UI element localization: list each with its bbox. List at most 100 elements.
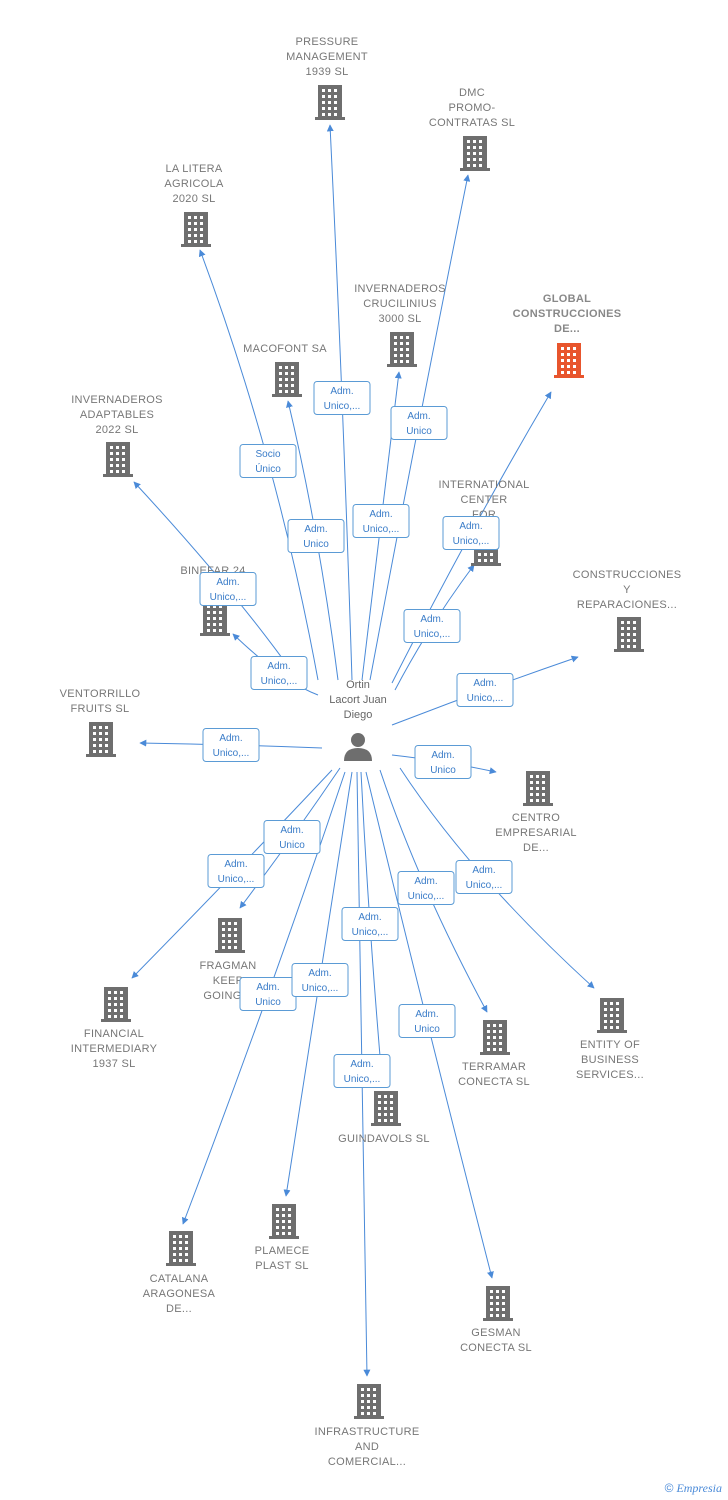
edge-label-fragman[interactable]: Adm.Unico — [263, 820, 321, 854]
edge-label-centro[interactable]: Adm.Unico — [414, 745, 472, 779]
company-node-global[interactable]: GLOBALCONSTRUCCIONESDE... — [513, 293, 622, 378]
building-icon[interactable] — [614, 617, 644, 652]
building-icon[interactable] — [387, 332, 417, 367]
edge-label-terramar[interactable]: Adm.Unico,... — [397, 871, 455, 905]
company-name-line: PRESSURE — [296, 36, 359, 48]
copyright-icon: © — [664, 1481, 674, 1495]
building-window — [633, 633, 636, 636]
building-icon[interactable] — [103, 442, 133, 477]
building-icon[interactable] — [483, 1286, 513, 1321]
company-node-entity[interactable]: ENTITY OFBUSINESSSERVICES... — [576, 998, 644, 1081]
company-name-line: 3000 SL — [378, 313, 421, 325]
edge-label-box — [341, 907, 399, 941]
edge-label-global[interactable]: Adm.Unico,... — [442, 516, 500, 550]
edge-label-binefar[interactable]: Adm.Unico,... — [250, 656, 308, 690]
edge-label-catalana[interactable]: Adm.Unico — [239, 977, 297, 1011]
building-window — [621, 645, 624, 648]
building-window — [542, 781, 545, 784]
company-node-macofont[interactable]: MACOFONT SA — [243, 343, 327, 397]
building-icon[interactable] — [371, 1091, 401, 1126]
edge-label-line: Adm. — [407, 411, 430, 422]
edge-label-line: Adm. — [431, 750, 454, 761]
building-base — [597, 1030, 627, 1033]
edge-label-line: Adm. — [415, 1009, 438, 1020]
edge-label-pressure[interactable]: Adm.Unico,... — [313, 381, 371, 415]
building-icon[interactable] — [215, 918, 245, 953]
building-icon[interactable] — [200, 601, 230, 636]
edge-label-entity[interactable]: Adm.Unico,... — [455, 860, 513, 894]
building-window — [490, 1290, 493, 1293]
building-window — [496, 1302, 499, 1305]
edge-label-financial[interactable]: Adm.Unico,... — [207, 854, 265, 888]
edge-label-ventorrillo[interactable]: Adm.Unico,... — [202, 728, 260, 762]
company-node-guindavols[interactable]: GUINDAVOLS SL — [338, 1091, 430, 1145]
company-name-line: GUINDAVOLS SL — [338, 1133, 430, 1145]
edge-label-dmc[interactable]: Adm.Unico — [390, 406, 448, 440]
building-window — [490, 1314, 493, 1317]
building-window — [502, 1290, 505, 1293]
building-window — [484, 559, 487, 562]
building-window — [188, 222, 191, 225]
building-icon[interactable] — [272, 362, 302, 397]
building-icon[interactable] — [315, 85, 345, 120]
edge-label-adaptables[interactable]: Adm.Unico,... — [199, 572, 257, 606]
building-window — [328, 113, 331, 116]
building-icon[interactable] — [460, 136, 490, 171]
building-icon[interactable] — [166, 1231, 196, 1266]
edge-label-macofont[interactable]: Adm.Unico — [287, 519, 345, 553]
building-window — [361, 1406, 364, 1409]
building-icon[interactable] — [101, 987, 131, 1022]
building-window — [490, 1302, 493, 1305]
building-window — [219, 605, 222, 608]
edge-label-gesman[interactable]: Adm.Unico — [398, 1004, 456, 1038]
building-window — [390, 1113, 393, 1116]
building-window — [406, 348, 409, 351]
edge-label-infra[interactable]: Adm.Unico,... — [333, 1054, 391, 1088]
building-icon[interactable] — [597, 998, 627, 1033]
edge-label-box — [352, 504, 410, 538]
building-window — [621, 627, 624, 630]
building-window — [108, 1009, 111, 1012]
building-icon[interactable] — [269, 1204, 299, 1239]
building-window — [116, 470, 119, 473]
building-icon[interactable] — [181, 212, 211, 247]
edge-label-crucilinius[interactable]: Adm.Unico,... — [352, 504, 410, 538]
building-window — [616, 1008, 619, 1011]
building-icon[interactable] — [523, 771, 553, 806]
company-node-infra[interactable]: INFRASTRUCTUREANDCOMERCIAL... — [314, 1384, 419, 1468]
edge-label-reparaciones[interactable]: Adm.Unico,... — [456, 673, 514, 707]
edge-label-box — [397, 871, 455, 905]
edge-label-line: Unico,... — [414, 629, 451, 640]
building-window — [108, 1015, 111, 1018]
brand-watermark: ©Empresia — [665, 1481, 722, 1496]
edge-label-plamece[interactable]: Adm.Unico,... — [291, 963, 349, 997]
building-window — [378, 1095, 381, 1098]
edge-label-intl[interactable]: Adm.Unico,... — [403, 609, 461, 643]
building-window — [378, 1113, 381, 1116]
building-icon[interactable] — [554, 343, 584, 378]
building-window — [108, 991, 111, 994]
edge-label-guindavols[interactable]: Adm.Unico,... — [341, 907, 399, 941]
edge-label-line: Unico,... — [213, 748, 250, 759]
building-window — [604, 1014, 607, 1017]
company-node-reparaciones[interactable]: CONSTRUCCIONESYREPARACIONES... — [573, 569, 682, 652]
building-icon[interactable] — [480, 1020, 510, 1055]
company-node-centro[interactable]: CENTROEMPRESARIALDE... — [495, 771, 577, 854]
building-icon[interactable] — [86, 722, 116, 757]
company-node-catalana[interactable]: CATALANAARAGONESADE... — [143, 1231, 216, 1315]
building-icon[interactable] — [354, 1384, 384, 1419]
building-window — [322, 101, 325, 104]
